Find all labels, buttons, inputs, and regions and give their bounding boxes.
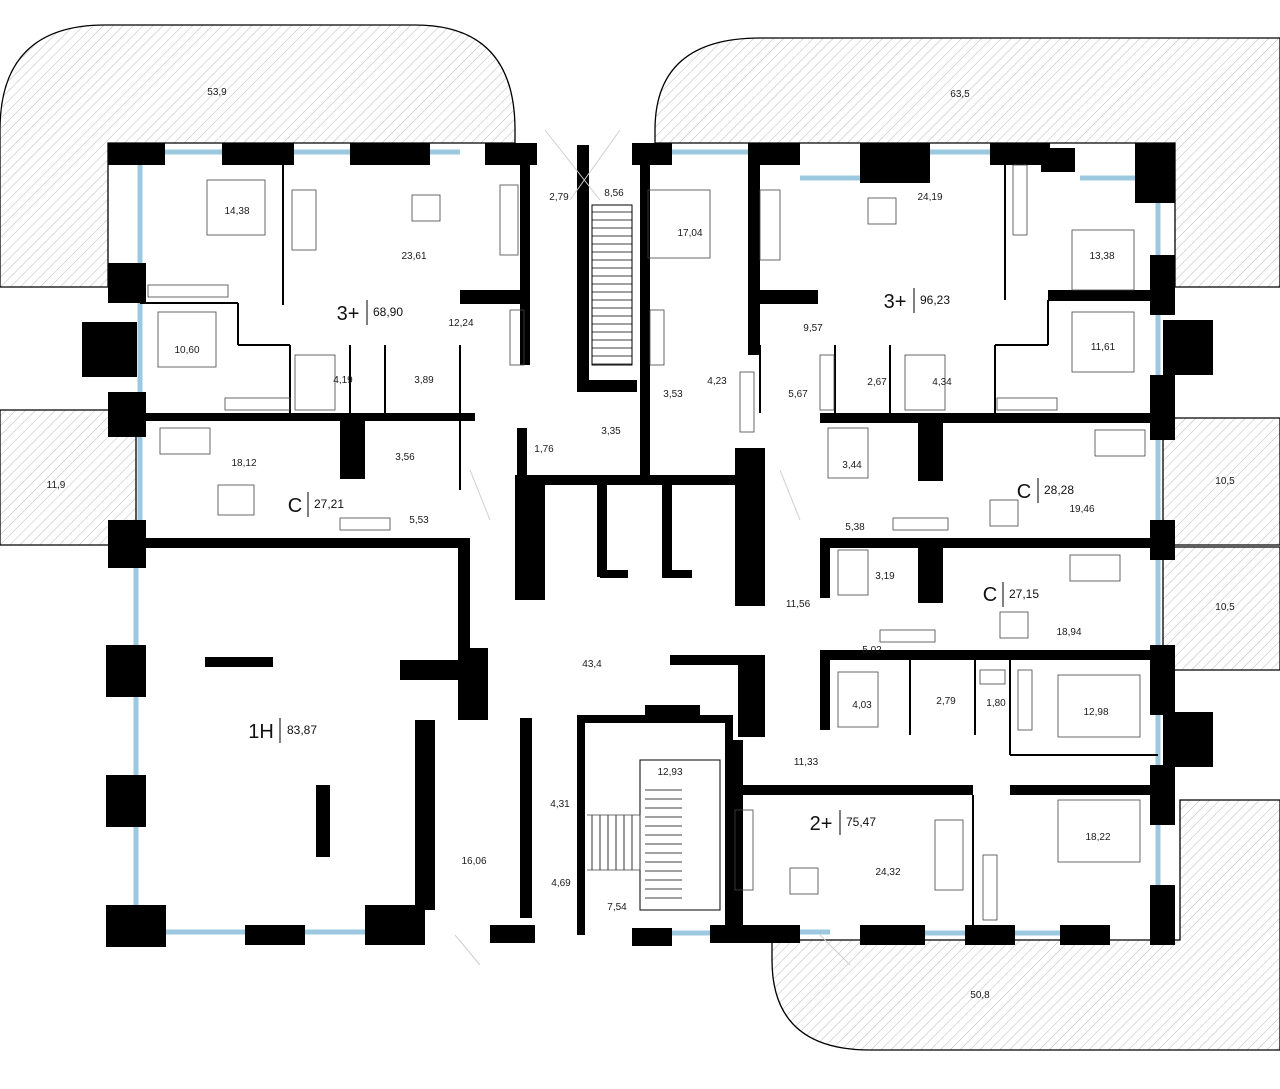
room-area: 4,19	[333, 375, 353, 386]
apt-total-a3: 27,21	[314, 497, 344, 511]
room-area: 18,94	[1056, 627, 1081, 638]
room-area: 3,19	[875, 571, 895, 582]
room-area: 14,38	[224, 206, 249, 217]
room-area: 5,67	[788, 389, 808, 400]
terrace-labels: 53,9 63,5 11,9 10,5 10,5 50,8	[47, 87, 1236, 1001]
terrace-ne	[654, 37, 1280, 288]
apartment-labels: 3+ 68,90 3+ 96,23 С 27,21 С 28,28 С 27,1…	[248, 288, 1074, 835]
room-area: 10,60	[174, 345, 199, 356]
room-area: 24,32	[875, 867, 900, 878]
room-area: 43,4	[582, 659, 602, 670]
room-area: 2,67	[867, 377, 887, 388]
room-area: 2,79	[549, 192, 569, 203]
terrace-se	[771, 799, 1280, 1051]
staircase-bottom	[587, 759, 721, 911]
room-area: 5,38	[845, 522, 865, 533]
apt-total-a1: 68,90	[373, 305, 403, 319]
apt-total-a4: 28,28	[1044, 483, 1074, 497]
apt-total-a6: 83,87	[287, 723, 317, 737]
room-area: 11,33	[794, 757, 819, 768]
room-area: 3,35	[601, 426, 621, 437]
terrace-area-e1: 10,5	[1215, 476, 1235, 487]
room-area: 11,56	[786, 599, 811, 610]
room-area: 2,79	[936, 696, 956, 707]
room-area: 1,80	[986, 698, 1006, 709]
apt-type-a1: 3+	[337, 303, 360, 325]
room-area: 9,57	[803, 323, 823, 334]
room-area: 18,22	[1085, 832, 1110, 843]
terrace-area-se: 50,8	[970, 990, 990, 1001]
room-area: 24,19	[917, 192, 942, 203]
room-area: 5,53	[409, 515, 429, 526]
room-labels: 14,38 23,61 2,79 8,56 17,04 24,19 13,38 …	[174, 188, 1115, 913]
terrace-area-w: 11,9	[47, 480, 66, 491]
apt-type-a4: С	[1017, 481, 1031, 503]
terrace-area-ne: 63,5	[950, 89, 970, 100]
apt-total-a5: 27,15	[1009, 587, 1039, 601]
room-area: 3,53	[663, 389, 683, 400]
room-area: 4,31	[550, 799, 570, 810]
room-area: 16,06	[461, 856, 486, 867]
apt-total-a7: 75,47	[846, 815, 876, 829]
room-area: 1,76	[534, 444, 554, 455]
terrace-nw	[0, 24, 516, 288]
room-area: 12,98	[1083, 707, 1108, 718]
guide-lines	[454, 129, 851, 966]
room-area: 3,44	[842, 460, 862, 471]
room-area: 23,61	[401, 251, 426, 262]
room-area: 3,56	[395, 452, 415, 463]
room-area: 5,02	[862, 645, 882, 656]
terrace-area-e2: 10,5	[1215, 602, 1235, 613]
room-area: 4,23	[707, 376, 727, 387]
apt-type-a3: С	[288, 495, 302, 517]
apt-type-a5: С	[983, 584, 997, 606]
terrace-area-nw: 53,9	[207, 87, 227, 98]
room-area: 12,24	[448, 318, 473, 329]
walls	[82, 143, 1213, 947]
room-area: 7,54	[607, 902, 627, 913]
room-area: 3,89	[414, 375, 434, 386]
room-area: 4,34	[932, 377, 952, 388]
furniture	[147, 164, 1146, 921]
room-area: 4,69	[551, 878, 571, 889]
room-area: 4,03	[852, 700, 872, 711]
apt-type-a7: 2+	[810, 813, 833, 835]
room-area: 11,61	[1091, 342, 1116, 353]
apt-type-a2: 3+	[884, 291, 907, 313]
room-area: 13,38	[1089, 251, 1114, 262]
apt-total-a2: 96,23	[920, 293, 950, 307]
room-area: 8,56	[604, 188, 624, 199]
room-area: 19,46	[1069, 504, 1094, 515]
terrace-e2	[1162, 546, 1280, 671]
staircase-top	[591, 204, 633, 366]
terrace-e1	[1162, 417, 1280, 546]
room-area: 18,12	[231, 458, 256, 469]
apt-type-a6: 1Н	[248, 721, 274, 743]
room-area: 17,04	[677, 228, 702, 239]
room-area: 12,93	[657, 767, 682, 778]
